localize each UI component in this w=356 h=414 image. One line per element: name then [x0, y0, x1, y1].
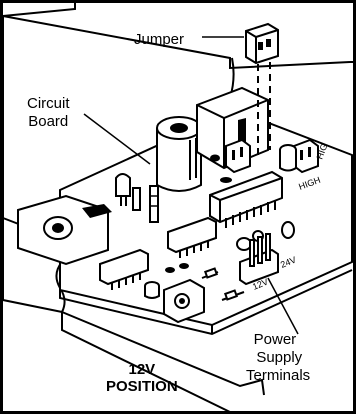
circuit-board-label: Circuit Board [27, 95, 70, 131]
enclosure-back-wall [2, 3, 351, 195]
pst-label-line2: Supply [256, 349, 303, 366]
enclosure-front-wall [61, 311, 265, 413]
circuit-board-leader [83, 113, 151, 165]
position-label-line1: 12V [128, 361, 156, 378]
position-label-line2: POSITION [106, 378, 178, 395]
ic-chip-medium [167, 216, 217, 254]
pst-label-line1: Power [253, 331, 297, 348]
mounting-hole-inner [52, 223, 64, 233]
large-capacitor-core [170, 123, 188, 133]
ic-chip-small [99, 248, 149, 286]
terminals-leader [267, 277, 299, 335]
power-supply-terminals-label: Power Supply Terminals [246, 331, 310, 385]
pst-label-line3: Terminals [246, 367, 311, 384]
jumper-label: Jumper [134, 31, 185, 48]
transistor [115, 173, 131, 197]
circuit-board-edge [59, 269, 353, 336]
circuit-board-label-line2: Board [28, 113, 69, 130]
circuit-board-label-line1: Circuit [27, 95, 70, 112]
bracket-screw [82, 204, 112, 218]
jumper-header-left [225, 138, 251, 174]
position-label: 12V POSITION [106, 361, 178, 395]
